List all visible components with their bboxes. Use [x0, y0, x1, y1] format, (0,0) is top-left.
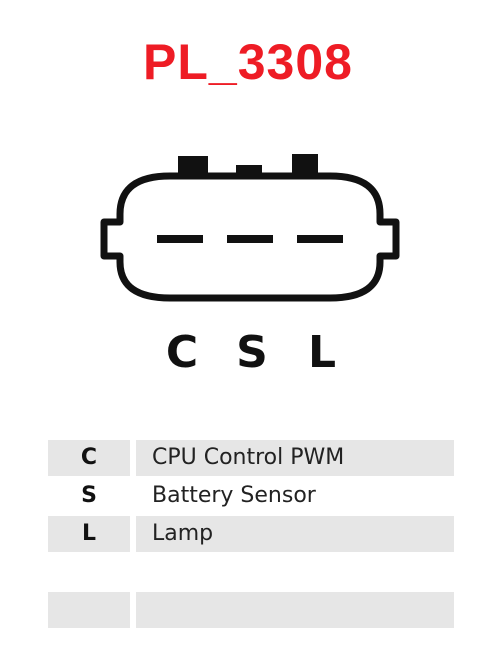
pin-code-cell: S	[81, 483, 97, 508]
pin-description-cell	[136, 592, 454, 628]
pin-slot-l	[297, 235, 343, 243]
pin-label-s: S	[236, 327, 268, 378]
table-row: S Battery Sensor	[48, 478, 454, 514]
pin-description-cell: CPU Control PWM	[136, 440, 454, 476]
part-number-title: PL_3308	[143, 34, 353, 90]
pin-code-cell: C	[48, 440, 130, 476]
pin-slot-s	[227, 235, 273, 243]
pin-slot-c	[157, 235, 203, 243]
pin-description-cell: Lamp	[136, 516, 454, 552]
table-row: L Lamp	[48, 516, 454, 552]
pin-code-cell	[48, 592, 130, 628]
table-row: C CPU Control PWM	[48, 440, 454, 476]
pin-labels: C S L	[0, 325, 496, 385]
connector-diagram	[100, 154, 400, 302]
pin-label-c: C	[165, 327, 199, 378]
table-row	[48, 592, 454, 628]
pin-description-cell: Battery Sensor	[152, 483, 316, 508]
pin-label-l: L	[307, 327, 337, 378]
pin-code-cell: L	[48, 516, 130, 552]
